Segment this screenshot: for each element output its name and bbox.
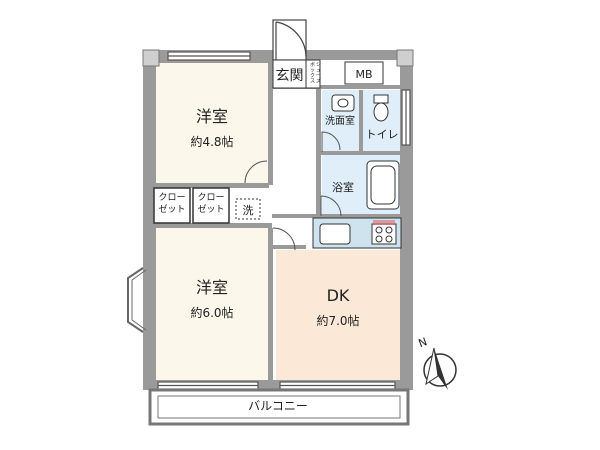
interior-walls [154, 60, 404, 382]
compass-label: N [417, 335, 429, 350]
kitchen-sink [319, 223, 351, 245]
windows [157, 51, 411, 390]
toilet-fixture [373, 94, 389, 122]
room-top-floor [154, 62, 269, 183]
svg-text:クローゼット: クローゼット [158, 192, 185, 215]
toilet-label: トイレ [366, 128, 399, 141]
balcony: バルコニー [148, 388, 410, 426]
entrance-label: 玄関 [276, 67, 304, 84]
room-top-name: 洋室 [196, 107, 228, 126]
room-bottom-name: 洋室 [196, 278, 228, 297]
mb-label: MB [355, 68, 372, 81]
mb-box [344, 61, 384, 85]
washer-label: 洗 [243, 204, 254, 217]
shoes-box [305, 59, 321, 89]
room-bottom-floor [154, 227, 269, 382]
room-top-area: 約4.8帖 [190, 134, 233, 149]
shoes-box-label: シューズボックス [310, 61, 321, 85]
bath-label: 浴室 [332, 180, 354, 194]
door-swings [244, 160, 342, 251]
dk-floor [276, 250, 404, 382]
entrance-door[interactable] [272, 19, 307, 61]
bathtub [366, 160, 400, 210]
room-bottom-area: 約6.0帖 [190, 305, 233, 320]
closet-1: クローゼット [153, 187, 191, 224]
compass-icon: N [417, 335, 457, 390]
entrance-box [272, 59, 307, 89]
balcony-label: バルコニー [248, 399, 308, 413]
dk-area: 約7.0帖 [316, 313, 359, 328]
washroom-label: 洗面室 [325, 114, 355, 127]
dk-name: DK [327, 286, 350, 305]
svg-text:クローゼット: クローゼット [197, 192, 224, 215]
washer-space [235, 198, 261, 220]
sink [331, 94, 355, 112]
closet-2: クローゼット [192, 187, 230, 224]
stove [371, 223, 397, 245]
hall-floor [272, 88, 317, 250]
